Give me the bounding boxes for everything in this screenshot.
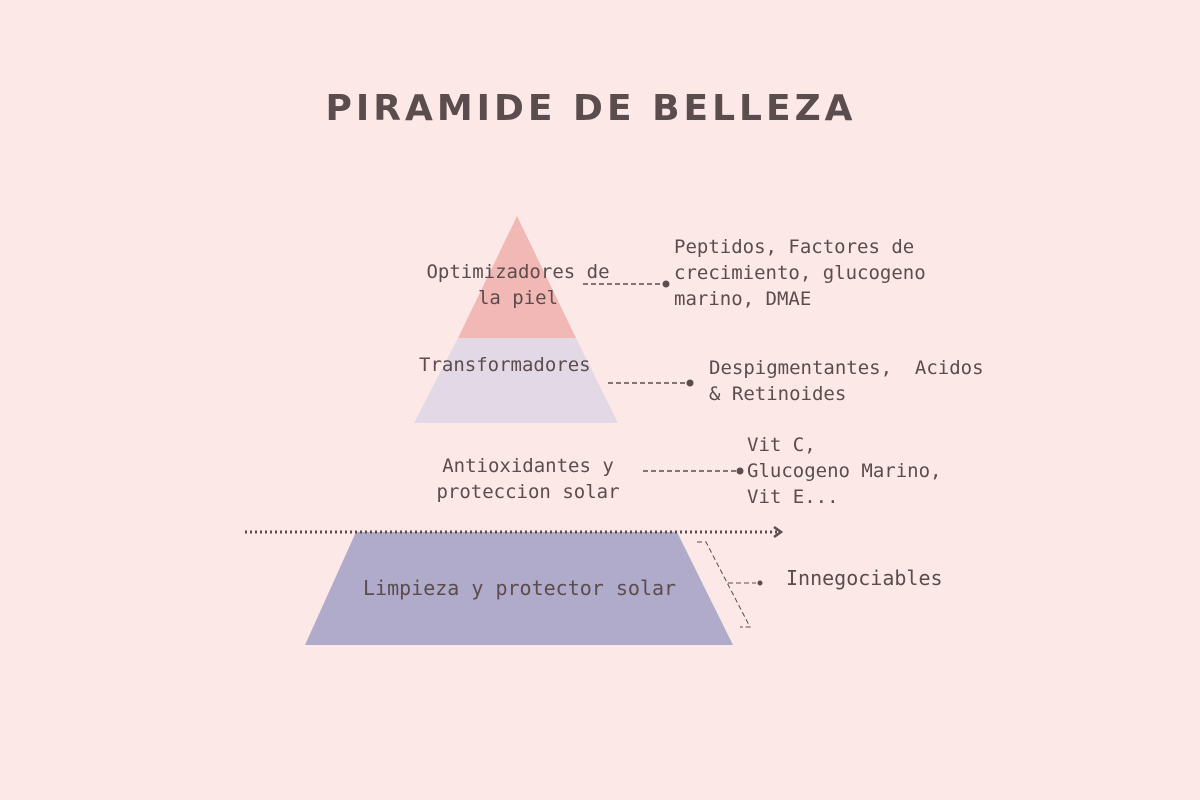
tier-detail-optimizadores: Peptidos, Factores de crecimiento, glucog… — [674, 234, 926, 312]
tier-detail-antioxidantes: Vit C, Glucogeno Marino, Vit E... — [747, 432, 941, 510]
label-line: Optimizadores de — [426, 261, 610, 283]
detail-line: & Retinoides — [709, 383, 847, 405]
detail-line: Innegociables — [786, 566, 943, 590]
arrow-head — [773, 525, 784, 539]
connector-dot-2 — [686, 379, 694, 387]
label-line: Transformadores — [419, 354, 591, 376]
tier-detail-transformadores: Despigmentantes, Acidos & Retinoides — [709, 355, 984, 407]
connector-dot-3 — [736, 467, 744, 475]
page-title: PIRAMIDE DE BELLEZA — [325, 88, 857, 129]
detail-line: Vit E... — [747, 486, 839, 508]
tier-label-transformadores: Transformadores — [419, 352, 591, 378]
pyramid-tier-optimizadores — [458, 216, 576, 338]
label-line: Antioxidantes y — [442, 455, 614, 477]
tier-label-base: Limpieza y protector solar — [363, 575, 676, 601]
detail-line: Glucogeno Marino, — [747, 460, 942, 482]
label-line: la piel — [477, 287, 559, 309]
detail-line: Vit C, — [747, 434, 816, 456]
detail-line: crecimiento, glucogeno — [674, 262, 926, 284]
pyramid-tier-base — [305, 532, 733, 645]
label-line: Limpieza y protector solar — [363, 576, 677, 600]
tier-label-optimizadores: Optimizadores de la piel — [400, 259, 636, 311]
tier-detail-base: Innegociables — [786, 565, 943, 591]
pyramid-tier-transformadores — [414, 338, 618, 423]
label-line: proteccion solar — [436, 481, 620, 503]
detail-line: Despigmentantes, Acidos — [709, 357, 984, 379]
detail-line: marino, DMAE — [674, 288, 812, 310]
connector-dot-1 — [662, 280, 670, 288]
tier-label-antioxidantes: Antioxidantes y proteccion solar — [418, 453, 638, 505]
connector-dot-4 — [757, 580, 763, 586]
detail-line: Peptidos, Factores de — [674, 236, 915, 258]
bracket — [697, 541, 751, 628]
